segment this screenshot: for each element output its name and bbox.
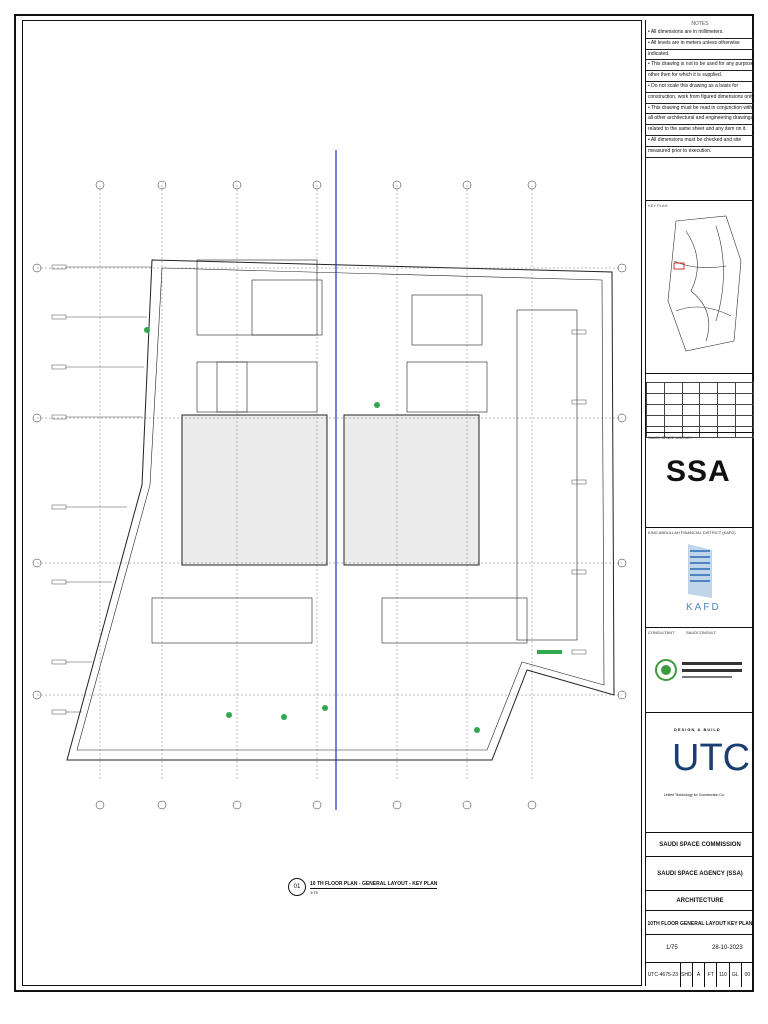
notes-line: other then for which it is supplied. (646, 71, 754, 82)
kafd-logo: KAFD (686, 602, 721, 613)
notes-line: • Do not scale this drawing as a basis f… (646, 82, 754, 93)
drawing-frame (22, 20, 642, 986)
location-label: KING ABDULLAH FINANCIAL DISTRICT (KAFD) (648, 530, 736, 535)
key-plan-label: KEY PLAN (648, 203, 668, 208)
notes-line: indicated. (646, 50, 754, 61)
drawing-number-part: A (693, 963, 706, 987)
consultant-name: SAUDCONSULT (686, 630, 716, 635)
saudconsult-logo (655, 659, 742, 681)
contractor-tagline: DESIGN & BUILD (674, 727, 721, 732)
view-number-badge: 01 (288, 878, 306, 896)
notes-heading: NOTES (691, 21, 709, 27)
drawing-date: 28-10-2023 (712, 945, 743, 951)
drawing-number: UTC-4675-23 (646, 963, 681, 987)
commission-name: SAUDI SPACE COMMISSION (659, 842, 741, 848)
consultant-label: CONSULTANT (648, 630, 675, 635)
notes-line: • This drawing must be read in conjuncti… (646, 104, 754, 115)
drawing-title-row: 10TH FLOOR GENERAL LAYOUT KEY PLAN (646, 910, 754, 935)
plan-title: 10 TH FLOOR PLAN - GENERAL LAYOUT - KEY … (310, 881, 438, 889)
notes-line: • All dimensions are in millimeters. (646, 28, 754, 39)
project-row: SAUDI SPACE AGENCY (SSA) (646, 856, 754, 891)
notes-line: • This drawing is not to be used for any… (646, 60, 754, 72)
location-block: KING ABDULLAH FINANCIAL DISTRICT (KAFD) … (646, 527, 754, 628)
drawing-number-part: GL (730, 963, 742, 987)
client-block: SAUDI SPACE AGENCY SSA (646, 432, 754, 528)
key-plan-map (667, 215, 742, 352)
revision-table (646, 382, 754, 438)
discipline-name: ARCHITECTURE (676, 898, 724, 904)
plan-scale: 1/75 (310, 890, 318, 895)
drawing-number-part: FT (705, 963, 718, 987)
scale-date-row: 1/75 28-10-2023 (646, 934, 754, 963)
drawing-title: 10TH FLOOR GENERAL LAYOUT KEY PLAN (647, 921, 753, 927)
drawing-number-part: 00 (742, 963, 754, 987)
drawing-number-part: 110 (717, 963, 730, 987)
drawing-number-part: SHD (681, 963, 693, 987)
drawing-number-row: UTC-4675-23 SHD A FT 110 GL 00 (646, 962, 754, 987)
notes-line: related to the same sheet and any item o… (646, 125, 754, 136)
commission-row: SAUDI SPACE COMMISSION (646, 832, 754, 857)
floor-plan (32, 150, 627, 810)
notes-line: • All levels are in meters unless otherw… (646, 39, 754, 50)
utc-logo: UTC (672, 737, 751, 779)
consultant-block: CONSULTANT SAUDCONSULT (646, 627, 754, 713)
notes-line: construction, work from figured dimensio… (646, 93, 754, 104)
kafd-logo-mark (688, 544, 712, 598)
plan-caption: 01 10 TH FLOOR PLAN - GENERAL LAYOUT - K… (288, 878, 438, 904)
ssa-logo: SSA (666, 455, 731, 488)
client-label: SAUDI SPACE AGENCY (648, 435, 693, 440)
discipline-row: ARCHITECTURE (646, 890, 754, 911)
drawing-sheet (14, 14, 754, 992)
notes-line: measured prior to execution. (646, 147, 754, 158)
contractor-company: United Technology for Construction Co. (664, 793, 725, 797)
notes-section: NOTES • All dimensions are in millimeter… (646, 20, 754, 158)
notes-line: • All dimensions must be checked and sit… (646, 136, 754, 147)
contractor-block: DESIGN & BUILD UTC United Technology for… (646, 712, 754, 828)
key-plan: KEY PLAN (646, 200, 754, 374)
drawing-scale: 1/75 (666, 945, 678, 951)
project-name: SAUDI SPACE AGENCY (SSA) (657, 871, 743, 877)
title-block-panel: NOTES • All dimensions are in millimeter… (645, 20, 757, 987)
notes-line: all other architectural and engineering … (646, 114, 754, 126)
